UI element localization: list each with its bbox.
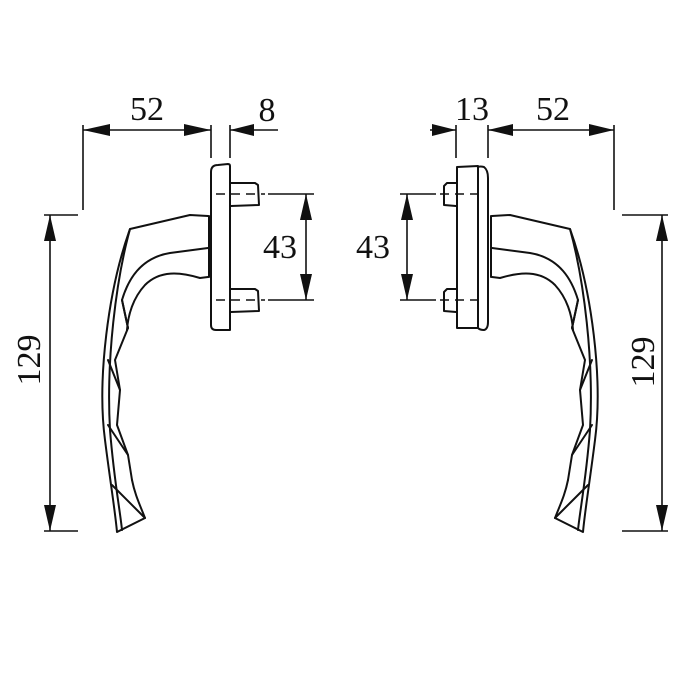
- left-handle-lever: [101, 214, 210, 533]
- right-pin-spacing-label: 43: [356, 229, 390, 266]
- right-height-dimension: 129: [622, 214, 668, 532]
- right-pin-bottom: [443, 288, 457, 313]
- right-plate-thickness-label: 13: [455, 91, 489, 128]
- right-backplate: [456, 165, 479, 329]
- right-top-dimension: 13 52: [430, 91, 615, 210]
- left-backplate: [210, 163, 231, 331]
- left-pin-bottom: [230, 288, 260, 313]
- right-height-label: 129: [625, 337, 662, 388]
- right-pin-spacing-dimension: 43: [356, 194, 413, 300]
- left-pin-spacing-dimension: 43: [263, 194, 312, 300]
- right-handle-view: 13 52 43: [356, 91, 668, 533]
- left-pin-top: [230, 182, 260, 207]
- right-handle-lever: [490, 214, 599, 533]
- right-reach-label: 52: [536, 91, 570, 128]
- left-height-dimension: 129: [11, 214, 78, 532]
- left-handle-view: 52 8 43: [11, 91, 314, 533]
- left-plate-thickness-label: 8: [259, 92, 276, 129]
- right-backplate-rim: [477, 165, 489, 331]
- left-pin-spacing-label: 43: [263, 229, 297, 266]
- left-top-dimension: 52 8: [82, 91, 278, 210]
- right-pin-top: [443, 182, 457, 207]
- left-height-label: 129: [11, 335, 48, 386]
- left-reach-label: 52: [130, 91, 164, 128]
